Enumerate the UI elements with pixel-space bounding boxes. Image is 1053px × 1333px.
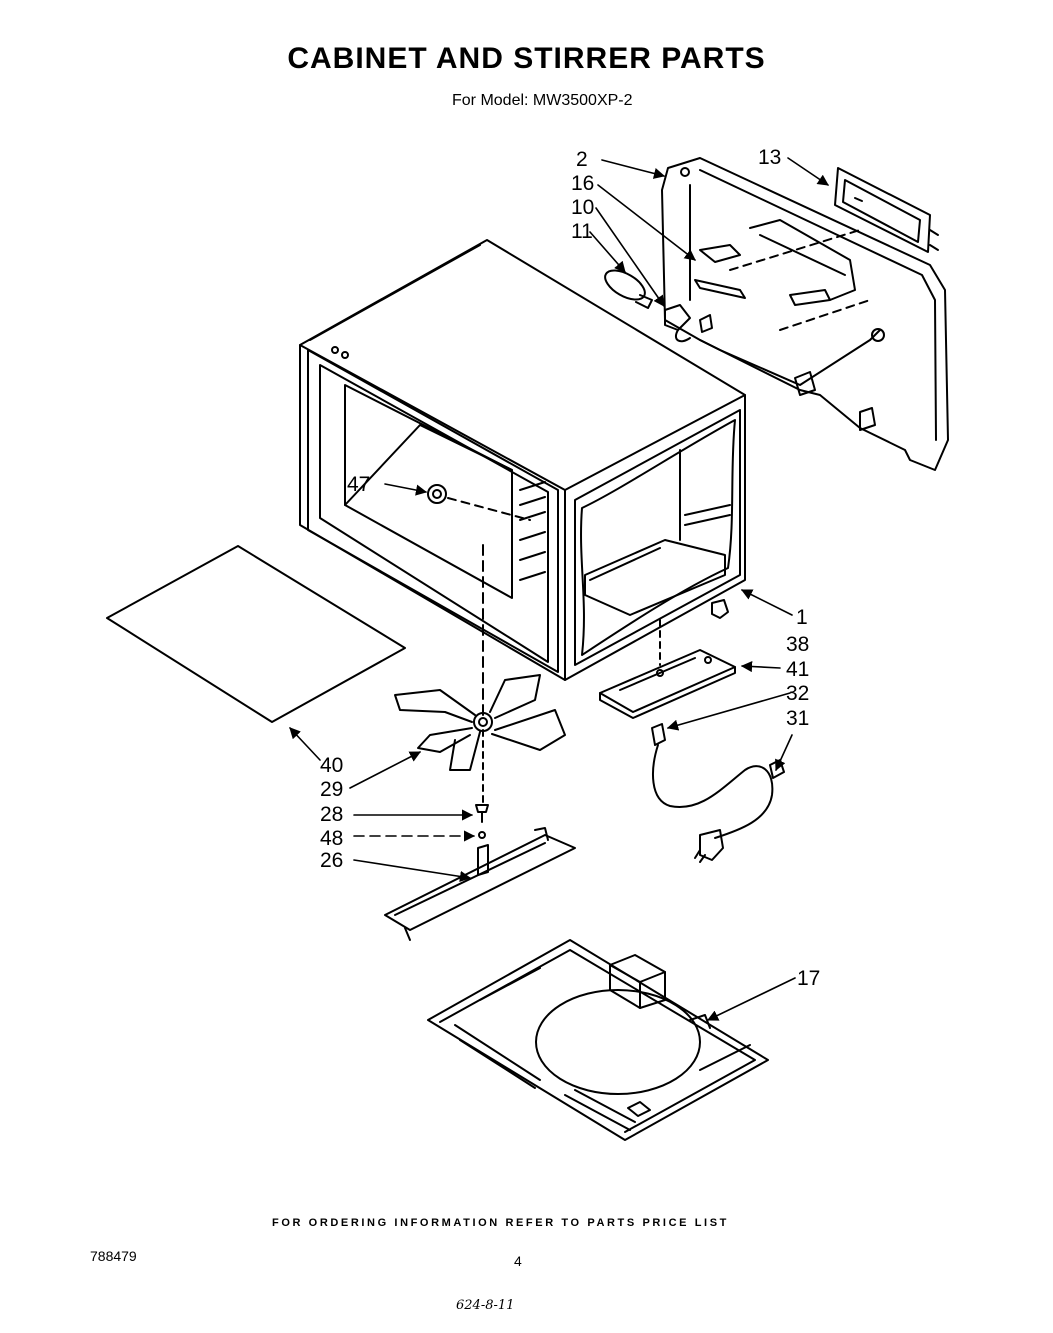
cabinet-foot-part <box>711 599 729 619</box>
callout-47: 47 <box>347 473 370 496</box>
lamp-part <box>604 269 713 343</box>
handwritten-note: 624-8-11 <box>456 1298 515 1313</box>
callout-leader-lines <box>289 157 829 1021</box>
cabinet-body-part <box>299 239 746 681</box>
callout-31: 31 <box>786 707 809 730</box>
document-number: 788479 <box>90 1248 137 1264</box>
stirrer-bushing-part <box>427 484 531 521</box>
ordering-info-note: FOR ORDERING INFORMATION REFER TO PARTS … <box>272 1217 729 1229</box>
callout-10: 10 <box>571 196 594 219</box>
model-subtitle: For Model: MW3500XP-2 <box>452 92 633 109</box>
back-panel-part <box>661 157 949 471</box>
tray-panel-part <box>106 545 406 723</box>
screw-part <box>475 804 489 823</box>
callout-38: 38 <box>786 633 809 656</box>
callout-29: 29 <box>320 778 343 801</box>
page-number: 4 <box>514 1253 522 1269</box>
base-plate-part <box>427 939 769 1141</box>
callout-13: 13 <box>758 146 781 169</box>
shaft-bracket-part <box>384 827 576 941</box>
washer-part <box>478 831 486 839</box>
callout-11: 11 <box>571 220 593 243</box>
callout-41: 41 <box>786 658 809 681</box>
page-title: CABINET AND STIRRER PARTS <box>287 42 766 75</box>
callout-40: 40 <box>320 754 343 777</box>
mounting-plate-part <box>599 619 736 719</box>
callout-2: 2 <box>576 148 588 171</box>
power-cord-part <box>651 723 785 863</box>
stirrer-fan-part <box>394 544 566 806</box>
callout-1: 1 <box>796 606 808 629</box>
vent-cover-part <box>834 167 939 253</box>
callout-48: 48 <box>320 827 343 850</box>
callout-16: 16 <box>571 172 594 195</box>
callout-17: 17 <box>797 967 820 990</box>
callout-32: 32 <box>786 682 809 705</box>
callout-26: 26 <box>320 849 343 872</box>
callout-28: 28 <box>320 803 343 826</box>
